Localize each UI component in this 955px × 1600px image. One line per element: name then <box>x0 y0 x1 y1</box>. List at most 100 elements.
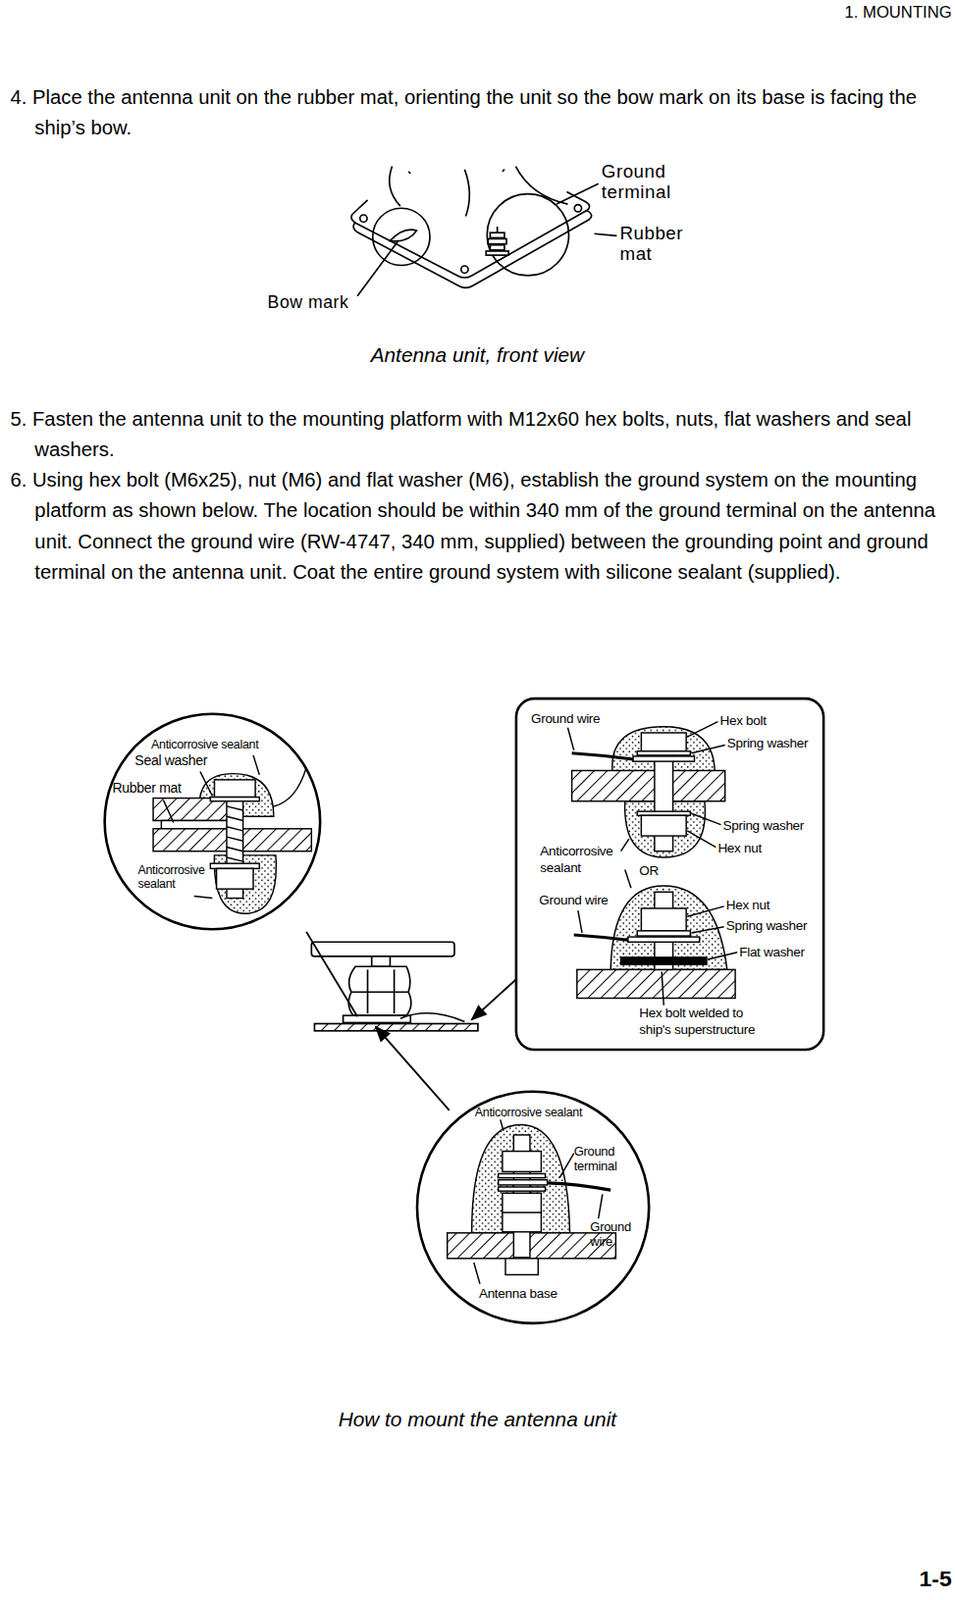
housing-line <box>464 169 470 217</box>
pedestal-line <box>393 969 396 1014</box>
leader-line <box>625 869 632 889</box>
leader-line <box>578 910 583 934</box>
page-number: 1-5 <box>816 1562 952 1596</box>
nut <box>502 1213 542 1233</box>
part-label: Ground wire <box>589 1220 643 1251</box>
washer <box>498 1173 546 1178</box>
base-plate <box>351 192 590 278</box>
leader-line <box>687 722 718 739</box>
leader-line <box>357 241 399 297</box>
part-label: Ground terminal <box>601 160 690 203</box>
ground-terminal <box>485 226 509 256</box>
leader-line <box>690 813 721 825</box>
bolt-hole <box>574 205 582 213</box>
nut <box>502 1152 542 1173</box>
ground-wire <box>574 935 629 941</box>
leader-line <box>474 1263 480 1285</box>
bolt-hole <box>461 265 469 273</box>
cable-line <box>273 767 307 807</box>
nut <box>502 1193 542 1215</box>
leader-line <box>253 755 260 776</box>
detail-circle: Anticorrosive sealantSeal washerRubber m… <box>103 712 322 932</box>
part-label: Hex nut <box>726 898 770 914</box>
step-text: 6. Using hex bolt (M6x25), nut (M6) and … <box>9 464 955 587</box>
figure-caption: Antenna unit, front view <box>0 339 955 371</box>
part-label: Ground wire <box>538 892 608 908</box>
leader-line <box>559 1154 575 1179</box>
platform <box>577 969 736 999</box>
hex-nut <box>640 908 687 932</box>
part-label: Ground terminal <box>574 1144 638 1175</box>
platform <box>314 1024 478 1032</box>
housing-line <box>502 169 505 172</box>
part-label: Hex bolt welded to ship's superstructure <box>638 1006 777 1038</box>
bow-mark <box>389 229 417 242</box>
pointer-line <box>306 932 358 1017</box>
part-label: Hex nut <box>717 840 761 856</box>
spring-washer <box>636 931 690 937</box>
seal-washer <box>210 797 260 802</box>
bolt-thread <box>226 806 244 873</box>
detail-circle <box>486 194 569 276</box>
part-label: Anticorrosive sealant <box>475 1106 583 1121</box>
detail-left <box>153 755 312 914</box>
leader-line <box>690 927 724 934</box>
housing-line <box>408 171 411 174</box>
washer <box>210 863 260 869</box>
ground-wire <box>572 753 634 760</box>
step-text: 4. Place the antenna unit on the rubber … <box>9 81 955 143</box>
detail-circle: Anticorrosive sealantGround terminalGrou… <box>415 1090 650 1326</box>
leader-line <box>661 971 664 1006</box>
ground-wire <box>547 1183 612 1191</box>
running-header: 1. MOUNTING <box>714 0 952 25</box>
part-label: Ground wire <box>530 710 600 727</box>
part-label: Anticorrosive sealant <box>137 862 217 893</box>
detail-circle <box>372 208 430 266</box>
ground-wire <box>400 1013 466 1023</box>
bolt-hole <box>360 214 368 222</box>
part-label: Flat washer <box>739 944 804 960</box>
leader-line <box>500 1119 504 1131</box>
spring-washer <box>636 751 690 756</box>
detail-right <box>567 722 738 1007</box>
rubber-mat <box>160 820 230 829</box>
figure-caption: How to mount the antenna unit <box>0 1405 955 1436</box>
leader-line <box>687 831 716 849</box>
part-label: Rubber mat <box>111 781 181 798</box>
leader-line <box>200 772 213 797</box>
pedestal-line <box>367 969 370 1014</box>
part-label: Bow mark <box>267 293 391 315</box>
ground-lug <box>498 1180 548 1186</box>
detail-panel: Ground wireHex boltSpring washerSpring w… <box>514 697 825 1053</box>
pointer-arrow <box>472 980 517 1021</box>
pedestal-line <box>351 991 409 994</box>
nut <box>216 868 254 890</box>
leader-line <box>567 728 574 751</box>
hex-nut <box>640 815 687 837</box>
part-label: OR <box>638 862 659 879</box>
housing-line <box>515 166 568 205</box>
leader-line <box>707 953 738 960</box>
nut <box>213 780 256 798</box>
sealant <box>610 886 728 970</box>
part-label: Spring washer <box>727 735 808 751</box>
leader-line <box>594 233 618 236</box>
stem <box>371 956 391 967</box>
flat-washer <box>621 957 707 965</box>
part-label: Hex bolt <box>719 712 766 729</box>
step-text: 5. Fasten the antenna unit to the mounti… <box>9 403 955 465</box>
part-label: Seal washer <box>134 753 208 771</box>
circle-outline <box>417 1092 649 1325</box>
circle-outline <box>105 714 321 931</box>
radiator <box>311 942 455 957</box>
leader-line <box>556 183 599 205</box>
antenna-unit <box>311 942 478 1032</box>
ground-lug <box>633 756 694 762</box>
part-label: Spring washer <box>726 917 807 934</box>
part-label: Antenna base <box>478 1286 558 1303</box>
leader-line <box>598 1194 603 1220</box>
part-label: Anticorrosive sealant <box>151 737 259 752</box>
part-label: Rubber mat <box>620 223 702 266</box>
